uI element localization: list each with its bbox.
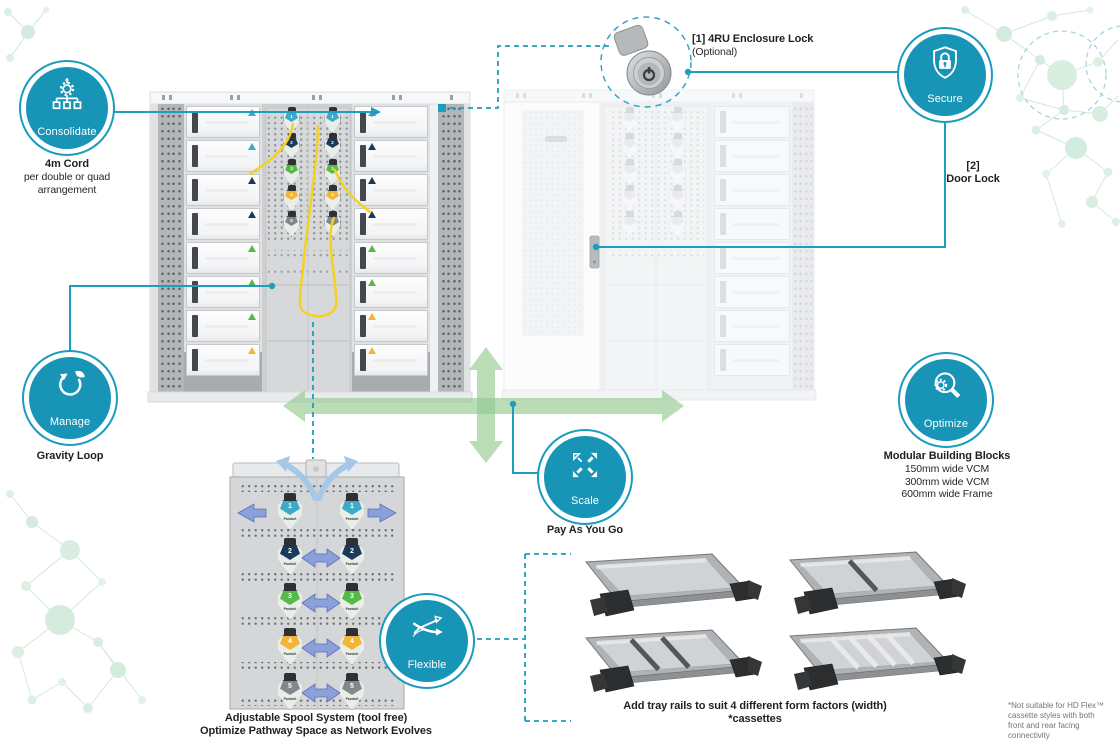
caption-title: [1] 4RU Enclosure Lock — [692, 33, 814, 45]
recycle-leaf-icon — [59, 370, 85, 396]
magnifier-gear-icon — [934, 372, 961, 399]
caption-enclosure-lock: [1] 4RU Enclosure Lock (Optional) — [692, 33, 882, 59]
caption-title: Modular Building Blocks — [883, 450, 1011, 462]
caption-line: (Optional) — [692, 46, 738, 58]
caption-door-lock: [2] Door Lock — [913, 160, 1033, 186]
badge-label: Scale — [570, 495, 600, 507]
caption-line: Door Lock — [946, 173, 1000, 185]
badge-scale: Scale — [537, 429, 633, 525]
caption-gravity-loop: Gravity Loop — [0, 450, 150, 463]
caption-4m-cord: 4m Cord per double or quad arrangement — [0, 158, 147, 196]
caption-title: Gravity Loop — [36, 450, 104, 462]
caption-line: 300mm wide VCM — [904, 475, 990, 488]
footnote-line: *Not suitable for HD Flex™ — [1008, 701, 1105, 710]
badge-label: Optimize — [923, 418, 969, 430]
caption-spool-system: Adjustable Spool System (tool free) Opti… — [196, 712, 436, 738]
badge-label: Flexible — [407, 659, 447, 671]
caption-line: 600mm wide Frame — [901, 488, 993, 500]
footnote-line: cassette styles with both — [1008, 711, 1095, 720]
caption-line: Adjustable Spool System (tool free) — [224, 712, 408, 724]
caption-title: 4m Cord — [45, 158, 89, 170]
badge-optimize: Optimize — [898, 352, 994, 448]
footnote-line: connectivity — [1008, 731, 1050, 740]
caption-line: arrangement — [37, 183, 97, 196]
crossing-arrows-icon — [412, 615, 443, 637]
caption-title: Add tray rails to suit 4 different form … — [623, 700, 887, 725]
badge-label: Secure — [927, 93, 963, 105]
footnote: *Not suitable for HD Flex™ cassette styl… — [1008, 701, 1116, 741]
consolidate-distribution-icon — [52, 77, 82, 110]
shield-lock-icon — [933, 46, 957, 79]
footnote-line: front and rear facing — [1008, 721, 1080, 730]
caption-line: Optimize Pathway Space as Network Evolve… — [200, 725, 432, 737]
expand-arrows-icon — [572, 452, 598, 478]
caption-line: per double or quad — [23, 171, 111, 183]
badge-consolidate: Consolidate — [19, 60, 115, 156]
badge-label: Consolidate — [37, 126, 97, 138]
caption-title: Pay As You Go — [546, 524, 624, 536]
caption-line: [2] — [966, 160, 980, 172]
badge-label: Manage — [49, 416, 91, 428]
badge-manage: Manage — [22, 350, 118, 446]
caption-line: 150mm wide VCM — [904, 463, 990, 475]
caption-tray-rails: Add tray rails to suit 4 different form … — [605, 700, 905, 726]
badge-secure: Secure — [897, 27, 993, 123]
caption-modular-blocks: Modular Building Blocks 150mm wide VCM 3… — [857, 450, 1037, 501]
badge-flexible: Flexible — [379, 593, 475, 689]
caption-pay-as-you-go: Pay As You Go — [505, 524, 665, 537]
